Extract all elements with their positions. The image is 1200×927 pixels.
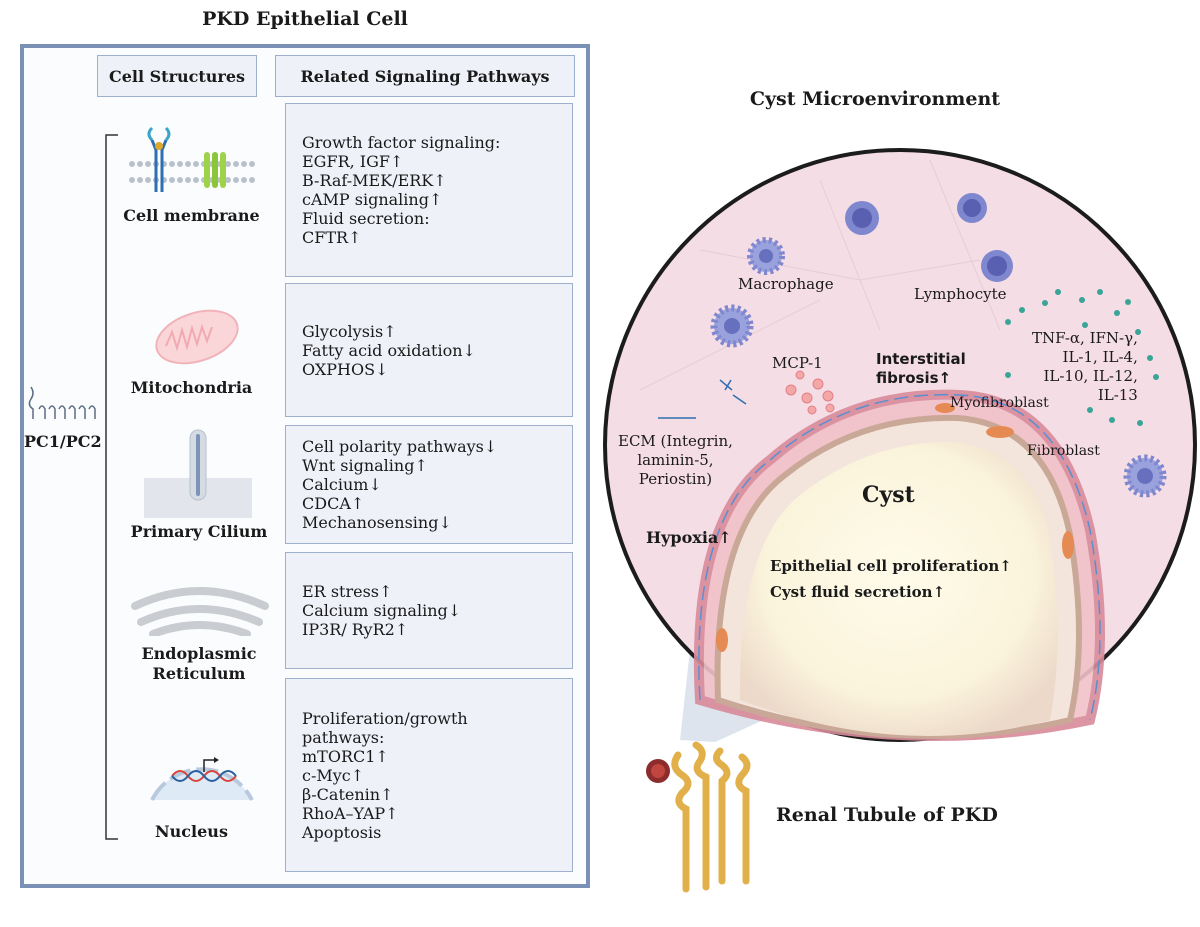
header-signaling-pathways: Related Signaling Pathways (275, 55, 575, 97)
label-renal-tubule: Renal Tubule of PKD (776, 804, 998, 826)
primary-cilium-icon (144, 429, 252, 518)
label-nucleus: Nucleus (155, 822, 228, 841)
nucleus-icon (150, 757, 254, 801)
pathways-nucleus: Proliferation/growth pathways: mTORC1↑ c… (285, 678, 573, 872)
mitochondria-icon (155, 309, 239, 365)
label-cytokines: TNF-α, IFN-γ, IL-1, IL-4, IL-10, IL-12, … (1032, 329, 1138, 404)
cell-membrane-icon (129, 126, 255, 192)
label-myofibroblast: Myofibroblast (950, 395, 1049, 411)
header-cell-structures: Cell Structures (97, 55, 257, 97)
label-mitochondria: Mitochondria (130, 378, 253, 397)
label-cell-membrane: Cell membrane (123, 206, 260, 225)
left-panel-title: PKD Epithelial Cell (202, 8, 408, 30)
epithelial-cell-panel: Cell Structures Related Signaling Pathwa… (20, 44, 590, 888)
pathways-endoplasmic-reticulum: ER stress↑ Calcium signaling↓ IP3R/ RyR2… (285, 552, 573, 669)
label-interstitial-fibrosis: Interstitial fibrosis↑ (876, 350, 966, 387)
label-mcp1: MCP-1 (772, 354, 823, 372)
right-panel-title: Cyst Microenvironment (749, 88, 1001, 110)
cytokine-dots (1005, 289, 1159, 426)
ecm-molecule-icons (658, 379, 747, 419)
pc1-pc2-icon (28, 386, 96, 419)
label-endoplasmic-reticulum: Endoplasmic Reticulum (141, 644, 257, 683)
pathways-mitochondria: Glycolysis↑ Fatty acid oxidation↓ OXPHOS… (285, 283, 573, 417)
cyst-diagram (603, 148, 1197, 742)
label-cyst-fluid-secretion: Cyst fluid secretion↑ (770, 583, 946, 601)
label-epithelial-proliferation: Epithelial cell proliferation↑ (770, 557, 1012, 575)
macrophage-icon-2 (710, 304, 754, 348)
label-ecm: ECM (Integrin, laminin-5, Periostin) (618, 432, 733, 488)
pathways-cell-membrane: Growth factor signaling: EGFR, IGF↑ B-Ra… (285, 103, 573, 277)
renal-tubule-icon (646, 741, 751, 893)
label-hypoxia: Hypoxia↑ (646, 528, 732, 547)
pc1-pc2-label: PC1/PC2 (24, 432, 102, 451)
macrophage-icon (747, 237, 785, 275)
label-cyst: Cyst (862, 482, 915, 508)
macrophage-icon-3 (1123, 454, 1167, 498)
label-fibroblast: Fibroblast (1027, 443, 1100, 459)
lymphocyte-icon (845, 193, 1013, 282)
mcp1-dots (785, 370, 835, 415)
endoplasmic-reticulum-icon (131, 587, 269, 636)
label-primary-cilium: Primary Cilium (130, 522, 268, 541)
bracket (105, 134, 118, 840)
label-lymphocyte: Lymphocyte (914, 285, 1007, 303)
pathways-primary-cilium: Cell polarity pathways↓ Wnt signaling↑ C… (285, 425, 573, 544)
label-macrophage: Macrophage (738, 275, 834, 293)
